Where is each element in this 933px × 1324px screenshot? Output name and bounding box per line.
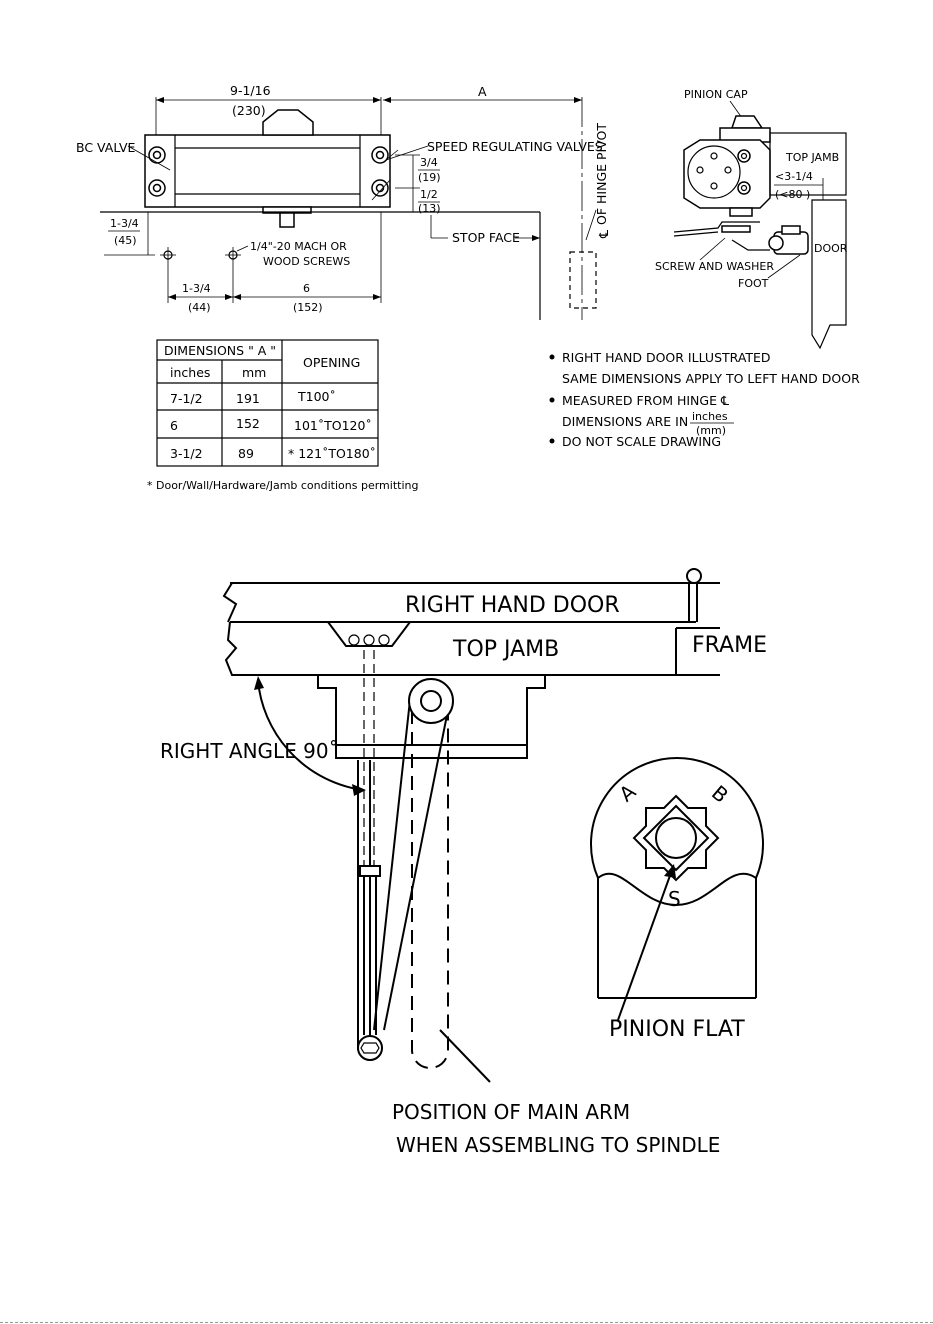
dim-1-2-mm: (13) <box>418 202 441 215</box>
pinion-letter-a: A <box>614 779 640 806</box>
table-col-inches: inches <box>170 365 210 380</box>
dim-overall-label: 9-1/16 <box>230 83 271 98</box>
table-row-1-inches: 7-1/2 <box>170 391 203 406</box>
dim-1-3-4-v-mm: (45) <box>114 234 137 247</box>
table-row-2-opening: 101˚TO120˚ <box>294 418 372 433</box>
note-2-line2: DIMENSIONS ARE IN <box>562 414 688 429</box>
note-1-line2: SAME DIMENSIONS APPLY TO LEFT HAND DOOR <box>562 371 860 386</box>
closer-body <box>144 134 391 208</box>
table-row-1-mm: 191 <box>236 391 260 406</box>
screw-washer-label: SCREW AND WASHER <box>655 260 774 273</box>
pinion-letter-s: S <box>668 887 681 911</box>
top-jamb-side-label: TOP JAMB <box>785 151 839 164</box>
dim-1-2: 1/2 <box>420 188 438 201</box>
dim-3-4-mm: (19) <box>418 171 441 184</box>
arm-assembly-view: RIGHT HAND DOOR TOP JAMB FRAME RIGHT ANG… <box>160 568 767 1157</box>
pinion-letter-b: B <box>707 780 733 807</box>
closer-body-bottom <box>317 675 546 759</box>
foot-label: FOOT <box>738 277 769 290</box>
screws-label-line2: WOOD SCREWS <box>263 255 350 268</box>
dim-overall-mm: (230) <box>232 103 266 118</box>
dim-1-3-4-h: 1-3/4 <box>182 282 211 295</box>
dim-1-3-4-v: 1-3/4 <box>110 217 139 230</box>
dim-a-label: A <box>478 84 487 99</box>
pinion-cap-top <box>262 109 314 136</box>
door-section <box>811 199 847 350</box>
note-2-frac-bottom: (mm) <box>696 424 726 437</box>
pinion-flat-label: PINION FLAT <box>609 1017 745 1042</box>
closer-side-view: PINION CAP TOP JAMB <3-1/4 (<80 ) DOOR S… <box>655 88 848 350</box>
note-2-line1: MEASURED FROM HINGE ℄ <box>562 393 729 408</box>
right-hand-door-label: RIGHT HAND DOOR <box>405 593 620 618</box>
dim-6: 6 <box>303 282 310 295</box>
table-row-3-opening: * 121˚TO180˚ <box>288 446 376 461</box>
centerline-symbol: ℄ <box>596 230 611 239</box>
closer-plan-view: 9-1/16 (230) A OF HINGE PIVOT ℄ B <box>76 83 611 320</box>
right-angle-label: RIGHT ANGLE 90˚ <box>160 739 339 763</box>
page-bottom-edge <box>0 1322 933 1323</box>
hinge-pivot-label: OF HINGE PIVOT <box>594 123 609 225</box>
closer-side-body <box>683 139 771 209</box>
screw-holes <box>160 247 241 263</box>
screws-label-line1: 1/4"-20 MACH OR <box>250 240 347 253</box>
table-header-a: DIMENSIONS " A " <box>164 343 276 358</box>
speed-valves-label: SPEED REGULATING VALVES <box>427 139 603 154</box>
dim-3-1-4: <3-1/4 <box>775 170 813 183</box>
pinion-cap-label: PINION CAP <box>684 88 748 101</box>
bc-valve-label: BC VALVE <box>76 140 136 155</box>
note-1-line1: RIGHT HAND DOOR ILLUSTRATED <box>562 350 771 365</box>
dim-3-1-4-mm: (<80 ) <box>775 188 810 201</box>
note-2-frac-top: inches <box>692 410 728 423</box>
top-jamb-bottom-label: TOP JAMB <box>452 637 559 662</box>
table-col-mm: mm <box>242 365 266 380</box>
pinion-detail: A B S <box>590 757 764 999</box>
table-row-3-mm: 89 <box>238 446 254 461</box>
door-label: DOOR <box>814 242 848 255</box>
main-arm-label-line1: POSITION OF MAIN ARM <box>392 1100 630 1124</box>
note-3: DO NOT SCALE DRAWING <box>562 434 721 449</box>
stop-face-label: STOP FACE <box>452 230 520 245</box>
valve-screws <box>148 146 389 197</box>
dim-1-3-4-h-mm: (44) <box>188 301 211 314</box>
table-header-opening: OPENING <box>303 355 360 370</box>
main-arm-label-line2: WHEN ASSEMBLING TO SPINDLE <box>396 1133 720 1157</box>
table-row-3-inches: 3-1/2 <box>170 446 203 461</box>
table-row-1-opening: T100˚ <box>297 389 336 404</box>
dim-3-4: 3/4 <box>420 156 438 169</box>
table-row-2-inches: 6 <box>170 418 178 433</box>
drawing-notes: RIGHT HAND DOOR ILLUSTRATED SAME DIMENSI… <box>549 350 860 449</box>
dim-6-mm: (152) <box>293 301 323 314</box>
dimension-table: DIMENSIONS " A " OPENING inches mm 7-1/2… <box>147 339 418 492</box>
top-jamb-box <box>769 132 847 196</box>
table-footnote: * Door/Wall/Hardware/Jamb conditions per… <box>147 479 418 492</box>
frame-label: FRAME <box>692 633 767 658</box>
table-row-2-mm: 152 <box>236 416 260 431</box>
